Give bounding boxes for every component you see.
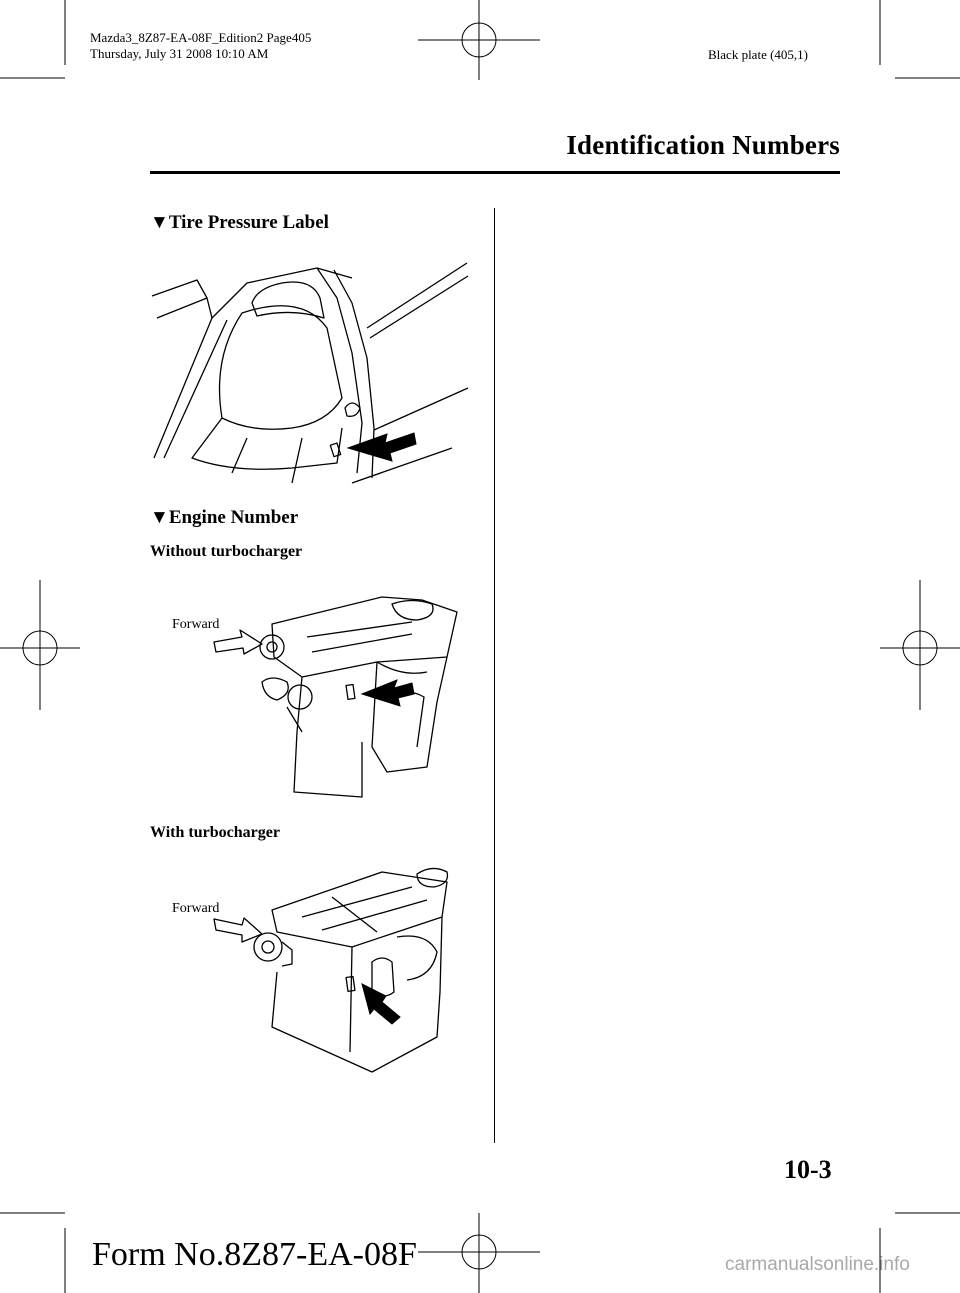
with-turbocharger-label: With turbocharger [150,824,280,841]
engine-number-heading: ▼Engine Number [150,507,298,529]
tire-pressure-heading-text: Tire Pressure Label [168,212,329,233]
plate-label: Black plate (405,1) [708,47,808,62]
forward-label-1: Forward [172,617,220,632]
tire-pressure-heading: ▼Tire Pressure Label [150,212,329,234]
triangle-marker-icon-2: ▼ [150,507,169,528]
tire-pressure-illustration [151,262,469,484]
engine-2-label-arrow [361,983,401,1025]
file-info: Mazda3_8Z87-EA-08F_Edition2 Page405 Thur… [90,30,311,62]
engine-1-label-arrow [360,679,415,707]
triangle-marker-icon: ▼ [150,212,169,233]
engine-with-turbo-illustration [213,867,449,1073]
watermark-text: carmanualsonline.info [725,1254,910,1275]
section-title: Identification Numbers [566,130,840,160]
engine-without-turbo-illustration [213,596,458,798]
page-number: 10-3 [784,1155,832,1184]
tire-label-arrow [346,432,417,462]
forward-arrow-1 [213,629,263,655]
without-turbocharger-label: Without turbocharger [150,543,303,560]
file-info-line-2: Thursday, July 31 2008 10:10 AM [90,46,269,61]
engine-number-heading-text: Engine Number [168,507,299,528]
file-info-line-1: Mazda3_8Z87-EA-08F_Edition2 Page405 [90,30,312,45]
forward-arrow-2 [213,917,263,943]
title-rule [150,171,840,174]
forward-label-2: Forward [172,901,220,916]
form-number: Form No.8Z87-EA-08F [92,1236,417,1273]
column-divider [494,208,495,1143]
